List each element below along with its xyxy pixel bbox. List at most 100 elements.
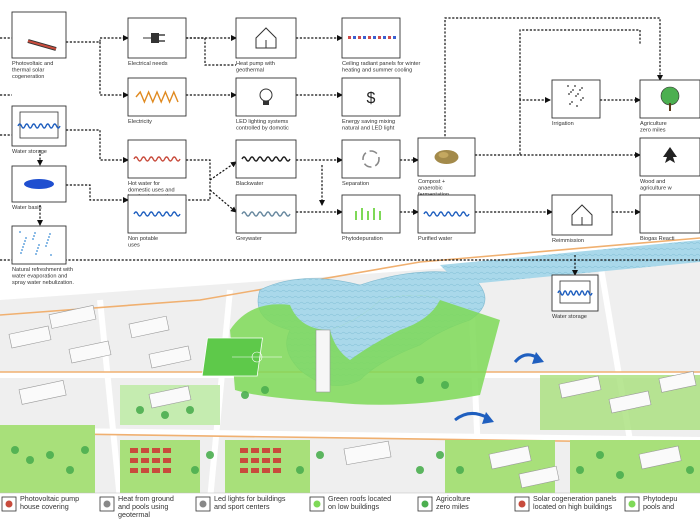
tree-icon [660,86,680,111]
node-label: Electrical needs [128,61,168,67]
node-label: Purified water [418,236,452,242]
dollar-icon: $ [367,90,376,107]
plug-icon [143,33,165,43]
plants-icon [355,208,381,220]
wave-blue-icon [133,211,181,217]
node-box [235,17,297,59]
node-label: Heat pump with [236,61,275,67]
legend-label: Led lights for buildings [214,494,286,503]
node-biogas: Biogas Reacti [639,194,700,242]
solar-array-right [240,448,281,473]
node-label: Irrigation [552,121,574,127]
node-water-storage-right: Water storage [551,274,599,320]
node-reimmission: Reimmission [551,194,613,244]
recycle-icon [362,150,380,168]
node-label: Wood and [640,179,665,185]
node-label: Compost + [418,179,445,185]
node-label: controlled by domotic [236,125,289,131]
node-box [639,194,700,234]
legend-label: Green roofs located [328,494,391,503]
storage-icon [557,280,593,304]
legend-label: and pools using [118,502,168,511]
node-label: Hot water for [128,181,160,187]
central-park [230,295,500,405]
flow-connections [0,17,700,276]
node-label: thermal solar [12,67,44,73]
legend-label: Agricolture [436,494,470,503]
node-label: Greywater [236,236,262,242]
node-label: Separation [342,181,369,187]
legend-label: house covering [20,502,69,511]
node-separation: Separation [341,139,401,187]
canal [440,240,700,285]
node-label: agriculture w [640,185,673,191]
node-label: Biogas Reacti [640,236,675,242]
legend-label: pools and [643,502,674,511]
node-label: spray water nebulization. [12,280,74,286]
node-box [341,77,401,117]
legend-label: zero miles [436,502,469,511]
spray-icon [19,231,52,256]
node-label: LED lighting systems [236,119,288,125]
legend-label: Solar cogeneration panels [533,494,617,503]
legend-label: Heat from ground [118,494,174,503]
node-label: Electricity [128,119,152,125]
node-blackwater: Blackwater [235,139,297,187]
node-label: Natural refreshment with [12,267,73,273]
node-label: Water storage [552,314,587,320]
wave-grey-icon [241,211,291,217]
legend-label: on low buildings [328,502,380,511]
node-ceiling-panels: Ceiling radiant panels for winterheating… [341,17,420,73]
wave-blue-icon [423,211,470,217]
node-electricity: Electricity [127,77,187,125]
storage-icon [17,111,61,139]
legend-label: geotermal [118,510,150,519]
node-label: Ceiling radiant panels for winter [342,61,420,67]
legend-label: and sport centers [214,502,270,511]
node-compost: Compost +anaerobicfermentation [417,137,476,198]
legend-label: Photovoltaic pump [20,494,79,503]
compost-icon [434,150,459,164]
buildings [8,305,697,489]
node-label: Non potable [128,236,158,242]
node-label: Water storage [12,149,47,155]
trees [11,376,694,479]
node-label: Energy saving mixing [342,119,395,125]
node-greywater: Greywater [235,194,297,242]
drops-icon [567,85,584,107]
panels-icon [348,36,396,39]
svg-text:$: $ [367,90,376,107]
node-label: geothermal [236,67,264,73]
node-purified-water: Purified water [417,194,476,242]
node-label: cogeneration [12,74,44,80]
basin-icon [24,179,54,189]
node-box [341,139,401,179]
house-icon [571,204,593,226]
node-label: domestic uses and [128,187,175,193]
aerial-map [0,237,700,501]
wave-red-icon [133,156,181,162]
node-label: Photovoltaic and [12,61,53,67]
zigzag-icon [135,90,179,104]
node-label: Water basin [12,205,42,211]
legend-label: Phytodepu [643,494,677,503]
legend-label: located on high buildings [533,502,613,511]
node-water-storage-left: Water storage [11,105,67,155]
node-label: Phytodepuration [342,236,383,242]
